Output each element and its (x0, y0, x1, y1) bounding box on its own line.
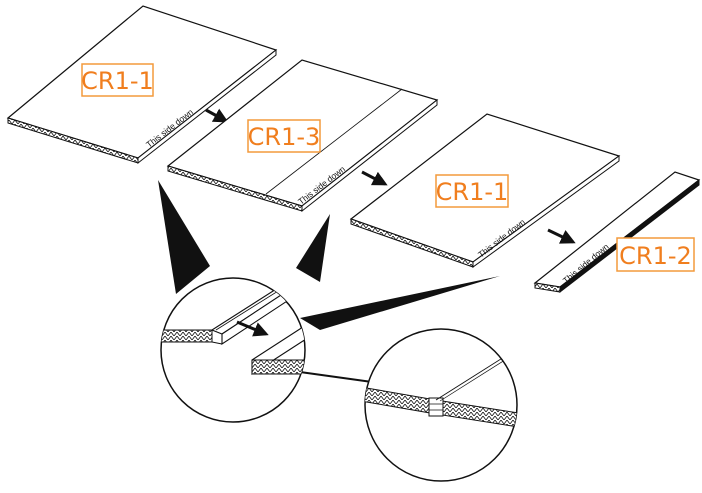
label-box-cr1-2: CR1-2 (616, 237, 695, 272)
arrow-icon-2 (361, 170, 388, 186)
arrow-icon-3 (547, 228, 576, 244)
magnifier-callout-2 (364, 328, 518, 482)
arrow-icon-4 (236, 320, 269, 337)
label-cr1-1-b: CR1-1 (436, 178, 509, 206)
panel-cr1-3: CR1-3 This side down (166, 59, 439, 213)
label-cr1-2: CR1-2 (619, 242, 692, 270)
magnifier-callout-1 (160, 277, 306, 423)
label-cr1-3: CR1-3 (248, 123, 321, 151)
label-box-cr1-3: CR1-3 (247, 119, 321, 153)
arrow-icon-1 (205, 108, 229, 123)
label-box-cr1-1-b: CR1-1 (435, 174, 509, 208)
label-box-cr1-1-a: CR1-1 (81, 63, 154, 97)
panel-cr1-1-a: CR1-1 This side down (6, 5, 278, 165)
panel-cr1-1-b: CR1-1 This side down (349, 113, 621, 268)
label-cr1-1-a: CR1-1 (81, 67, 154, 95)
panel-cr1-2: CR1-2 This side down (533, 171, 701, 294)
callout-pointers (158, 180, 500, 383)
